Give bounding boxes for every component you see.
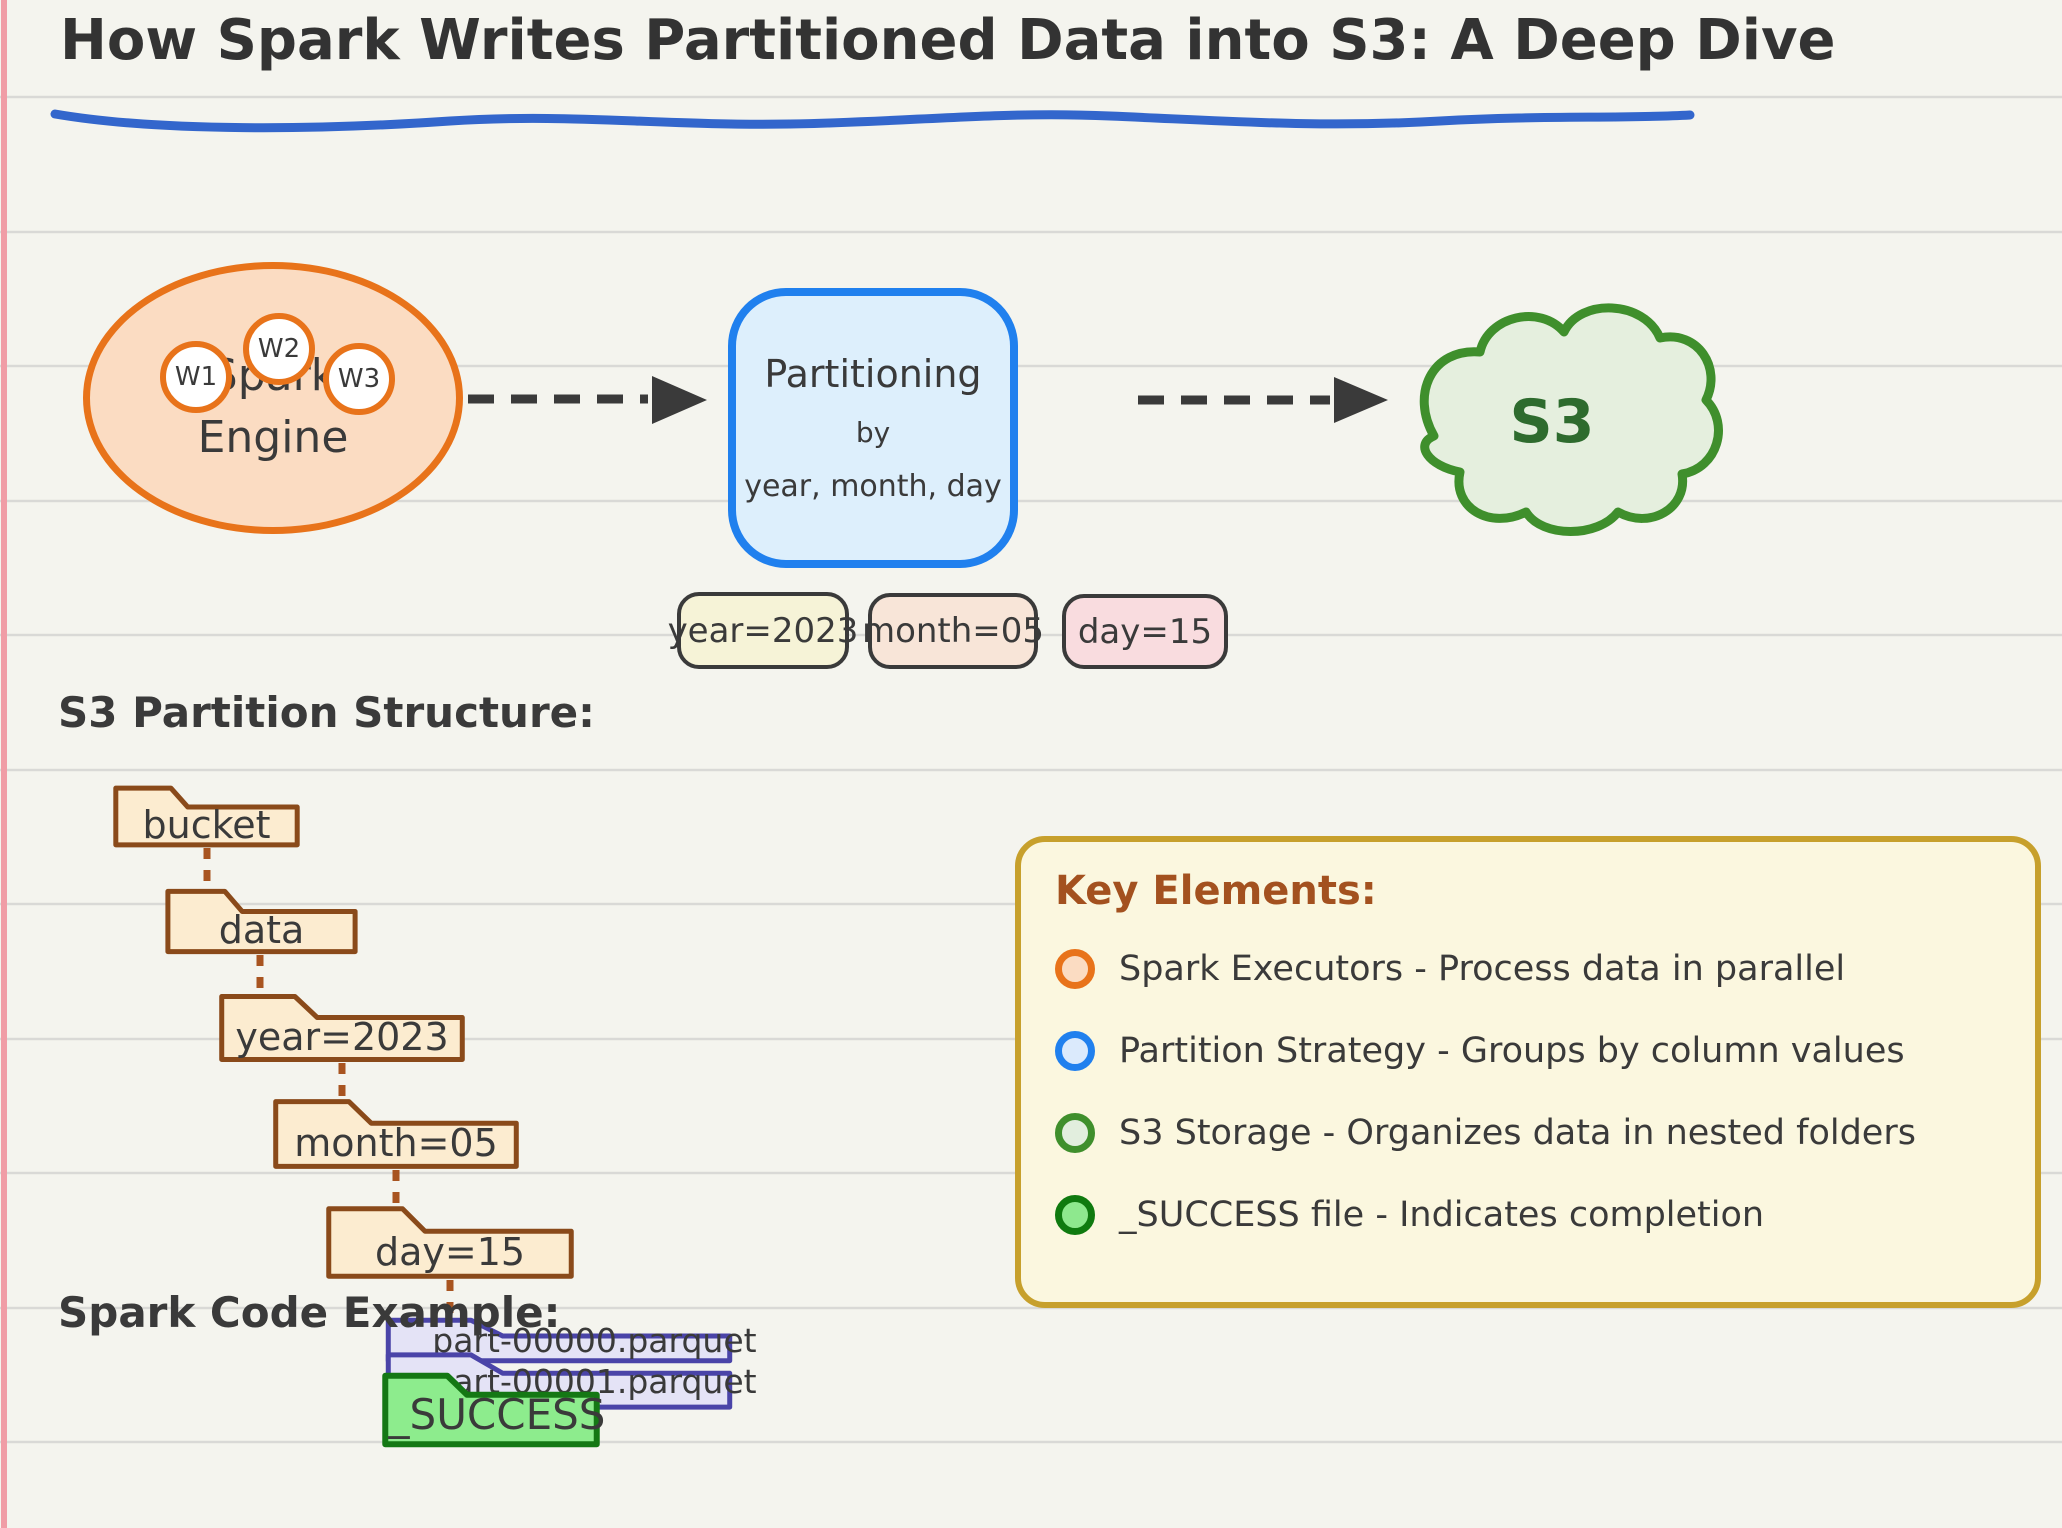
folder-bucket: bucket — [113, 785, 300, 848]
legend-label: Partition Strategy - Groups by column va… — [1119, 1031, 1905, 1071]
code-heading: Spark Code Example: — [58, 1288, 561, 1337]
folder-data: data — [165, 888, 358, 955]
folder-month-label: month=05 — [294, 1121, 498, 1166]
spark-engine-line2: Engine — [197, 412, 349, 463]
tag-day-label: day=15 — [1077, 611, 1213, 652]
tag-year: year=2023 — [668, 592, 858, 669]
page-title: How Spark Writes Partitioned Data into S… — [60, 8, 1836, 73]
legend-label: Spark Executors - Process data in parall… — [1119, 949, 1846, 989]
key-elements-box: Key Elements: Spark Executors - Process … — [1015, 836, 2041, 1308]
folder-bucket-label: bucket — [142, 802, 271, 847]
tag-month: month=05 — [862, 593, 1044, 669]
key-elements-heading: Key Elements: — [1055, 868, 1377, 914]
legend-label: S3 Storage - Organizes data in nested fo… — [1119, 1113, 1916, 1153]
tag-month-label: month=05 — [861, 611, 1045, 651]
arrowhead-1 — [652, 376, 707, 424]
legend-circle-blue — [1055, 1031, 1095, 1071]
folder-day-label: day=15 — [374, 1230, 526, 1275]
arrowhead-2 — [1334, 377, 1388, 423]
file-success-label: _SUCCESS — [388, 1389, 606, 1439]
legend-item-spark-executors: Spark Executors - Process data in parall… — [1055, 928, 2035, 1010]
worker-node-w2: W2 — [243, 313, 315, 385]
folder-year-label: year=2023 — [235, 1015, 449, 1060]
tag-year-label: year=2023 — [667, 610, 859, 651]
partitioning-title: Partitioning — [764, 352, 982, 396]
partitioning-shape: Partitioning by year, month, day — [728, 288, 1018, 568]
legend-circle-green — [1055, 1195, 1095, 1235]
legend-circle-light-green — [1055, 1113, 1095, 1153]
file-success: _SUCCESS — [382, 1372, 606, 1448]
folder-data-label: data — [218, 908, 305, 953]
title-underline — [50, 109, 1695, 133]
tag-day: day=15 — [1062, 594, 1228, 669]
spark-engine-shape: Spark Engine W1 W2 W3 — [83, 262, 463, 534]
legend-item-success-file: _SUCCESS file - Indicates completion — [1055, 1174, 2035, 1256]
s3-label: S3 — [1510, 387, 1595, 457]
legend-item-s3-storage: S3 Storage - Organizes data in nested fo… — [1055, 1092, 2035, 1174]
legend-circle-orange — [1055, 949, 1095, 989]
file-parquet-0-label: part-00000.parquet — [432, 1321, 757, 1360]
folder-month: month=05 — [272, 1098, 520, 1170]
worker-node-w3: W3 — [323, 343, 395, 415]
folder-day: day=15 — [325, 1205, 575, 1280]
folder-year: year=2023 — [218, 993, 466, 1063]
structure-heading: S3 Partition Structure: — [58, 688, 595, 737]
partitioning-by: by — [855, 416, 891, 449]
partitioning-columns: year, month, day — [744, 469, 1002, 504]
s3-cloud-shape: S3 — [1392, 286, 1727, 544]
legend-item-partition-strategy: Partition Strategy - Groups by column va… — [1055, 1010, 2035, 1092]
legend-label: _SUCCESS file - Indicates completion — [1119, 1195, 1765, 1235]
cloud-outline — [1419, 303, 1723, 536]
worker-node-w1: W1 — [160, 341, 232, 413]
